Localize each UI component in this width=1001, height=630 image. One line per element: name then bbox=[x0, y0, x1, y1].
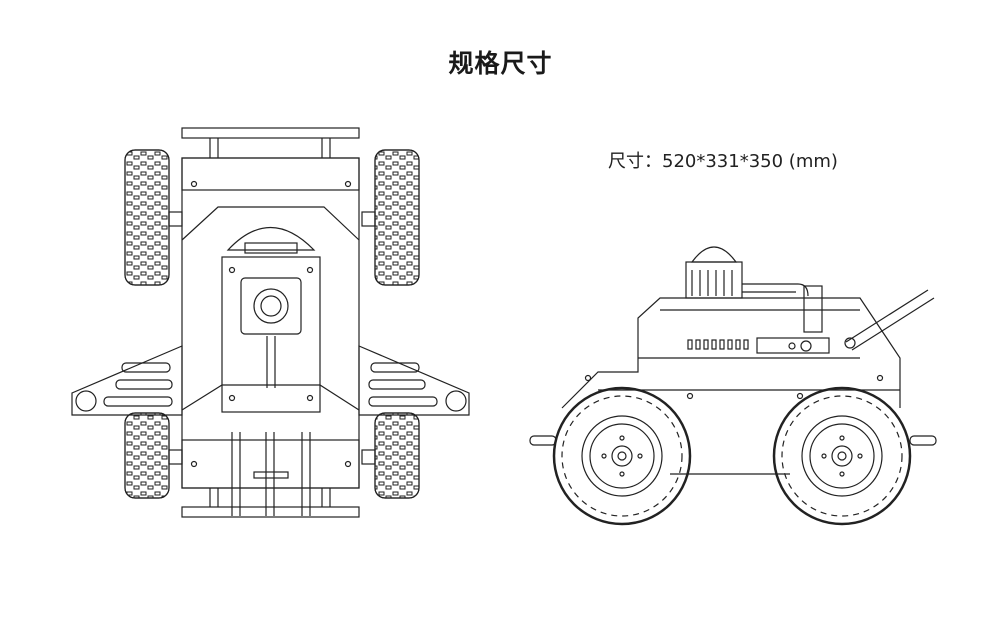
wheel-front-left bbox=[124, 149, 170, 286]
chassis-top bbox=[181, 157, 360, 516]
side-wheel-rear bbox=[772, 386, 912, 526]
dimensions-label: 尺寸：520*331*350 (mm) bbox=[608, 151, 838, 172]
side-mast bbox=[803, 285, 823, 333]
side-wheel-front bbox=[552, 386, 692, 526]
wing-right bbox=[358, 345, 470, 416]
wheel-rear-left bbox=[124, 412, 170, 499]
page-title: 规格尺寸 bbox=[448, 49, 553, 78]
front-bumper bbox=[181, 127, 360, 158]
side-view bbox=[529, 246, 937, 526]
side-lidar bbox=[685, 246, 809, 299]
side-body bbox=[561, 297, 901, 409]
wheel-rear-right bbox=[374, 412, 420, 499]
antenna bbox=[844, 289, 935, 351]
rear-bumper bbox=[181, 488, 360, 518]
wheel-front-right bbox=[374, 149, 420, 286]
top-view bbox=[71, 127, 470, 518]
wing-left bbox=[71, 345, 183, 416]
